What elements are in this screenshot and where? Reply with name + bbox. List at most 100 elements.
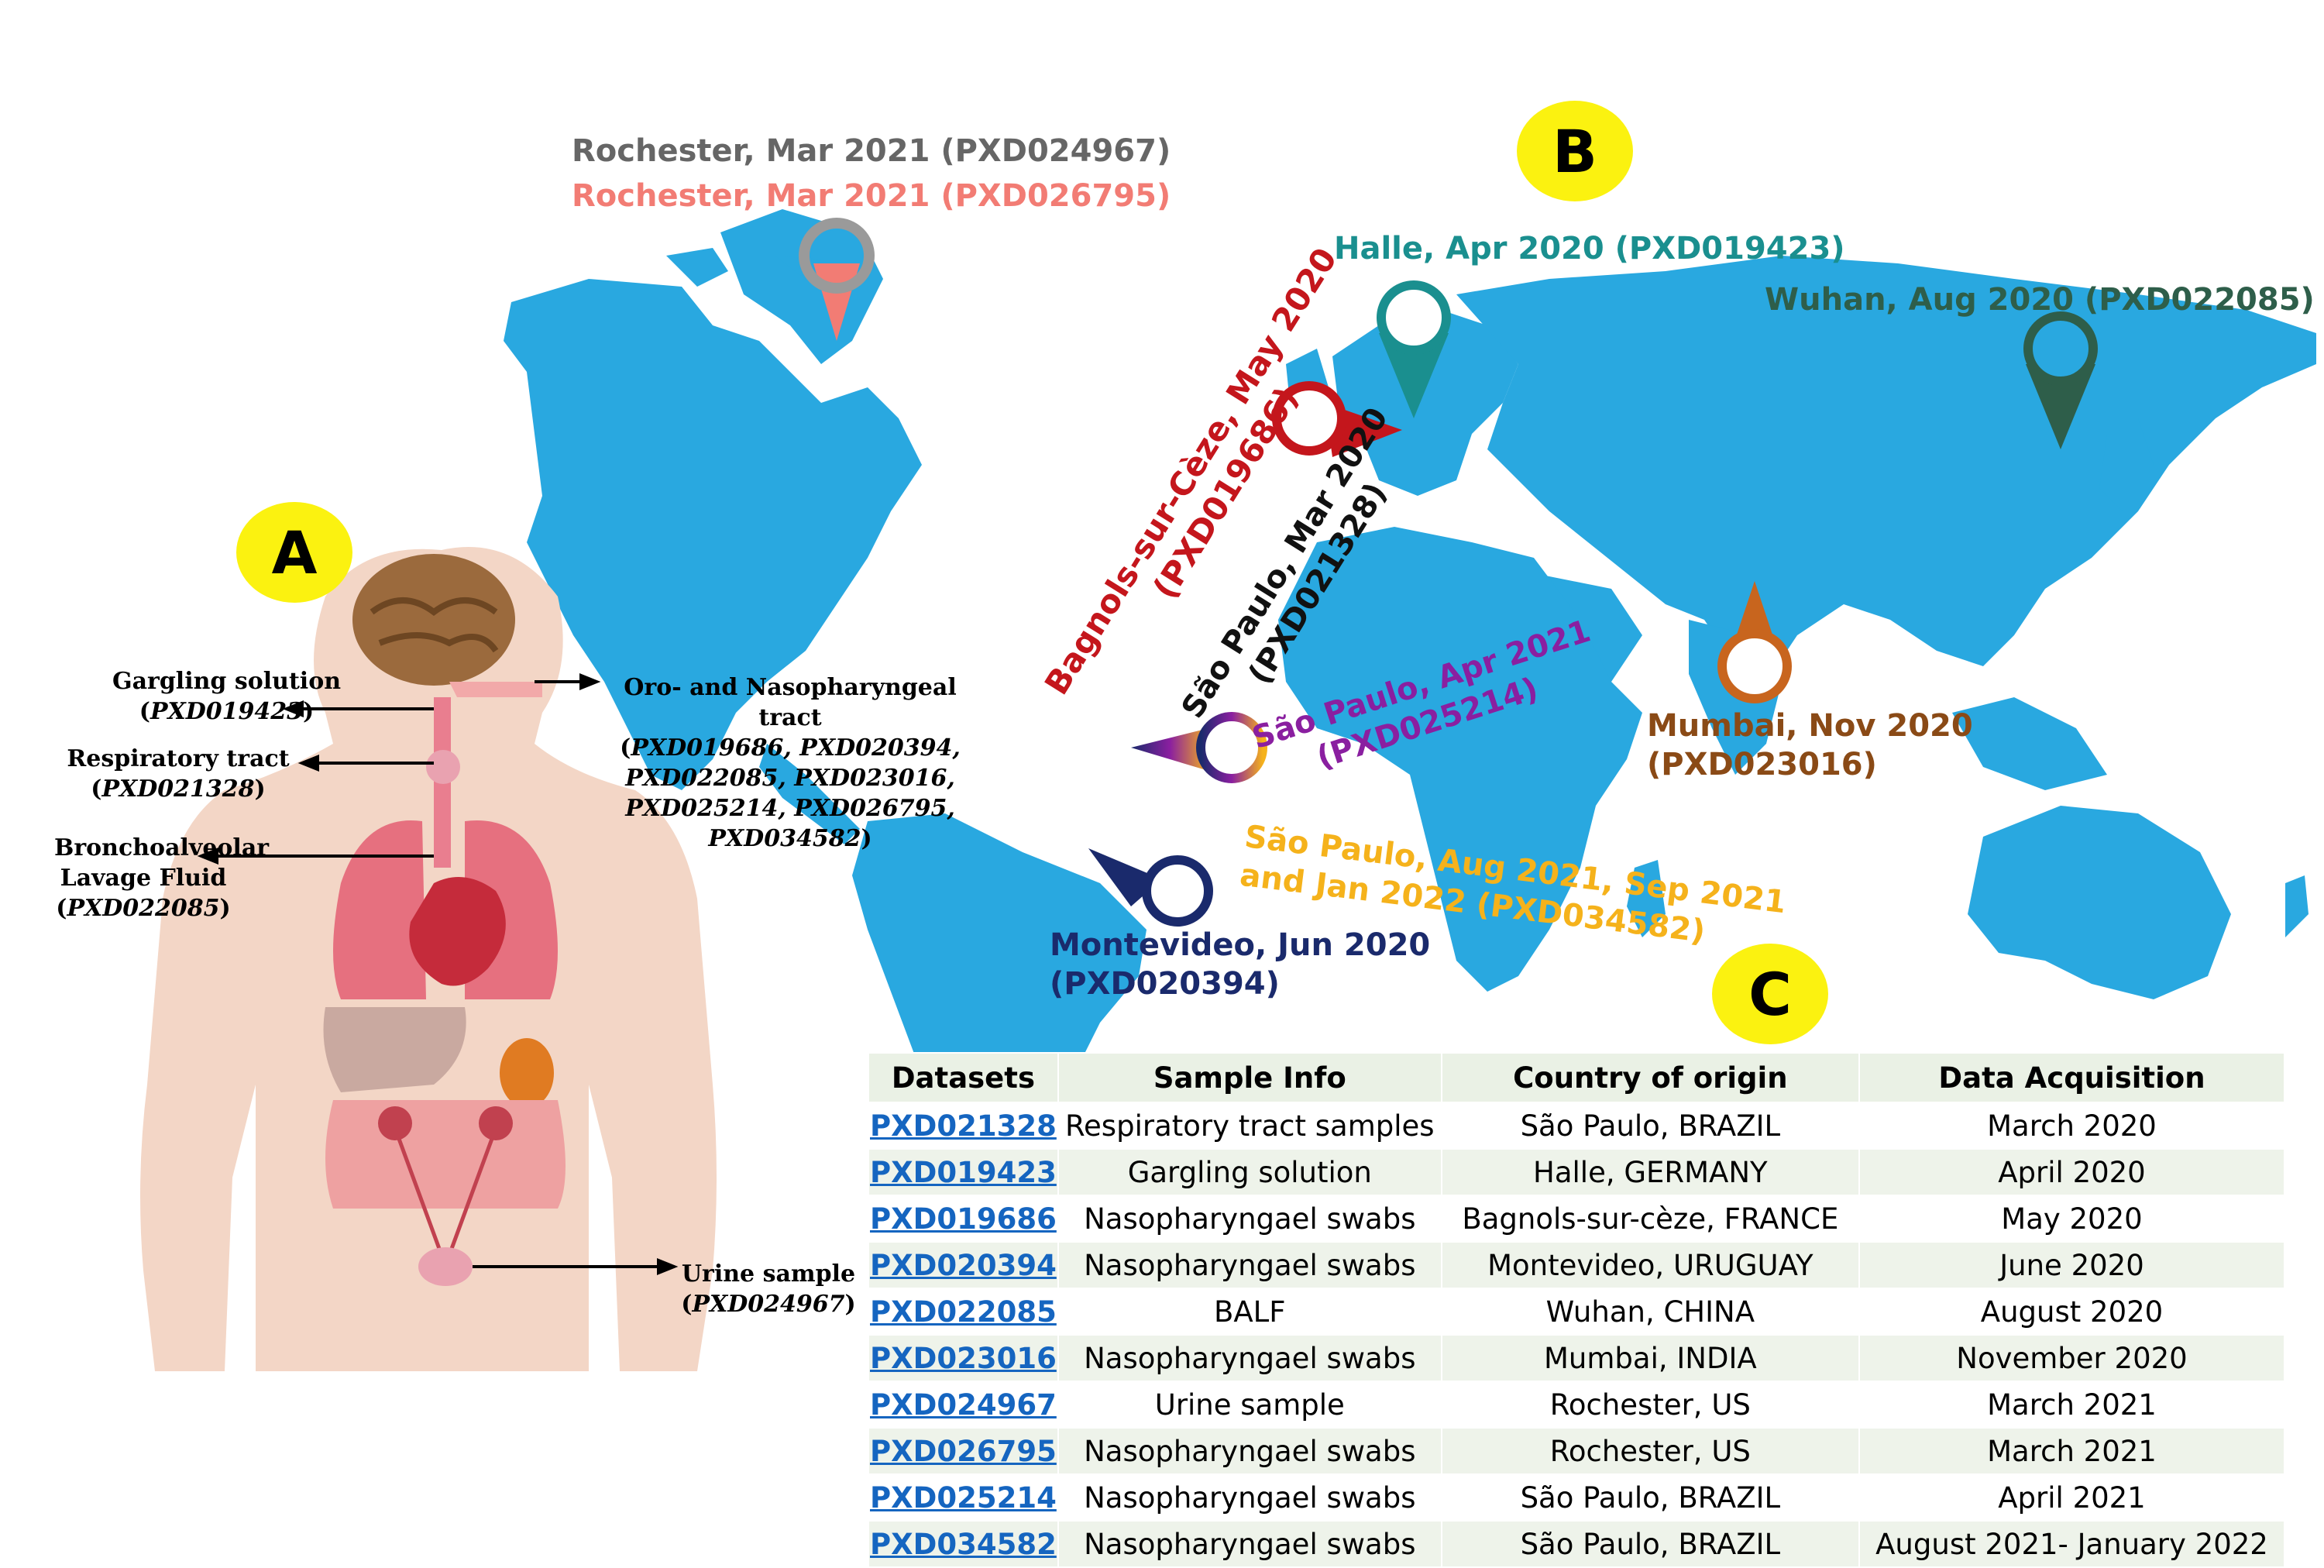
label-halle: Halle, Apr 2020 (PXD019423) [1334,231,1845,266]
badge-a: A [236,502,352,603]
human-body [140,547,717,1371]
acquisition-cell: April 2021 [1858,1473,2286,1522]
acquisition-cell: March 2021 [1858,1381,2286,1429]
pin-mumbai [1717,581,1792,703]
label-urine-text: Urine sample [681,1260,856,1288]
body-arrows [197,673,679,1275]
dataset-link[interactable]: PXD019686 [868,1195,1059,1243]
label-respiratory: Respiratory tract (PXD021328) [62,744,294,804]
label-montevideo: Montevideo, Jun 2020 (PXD020394) [1050,926,1430,1003]
header-datasets: Datasets [868,1052,1059,1103]
acquisition-cell: June 2020 [1858,1241,2286,1289]
country-cell: Rochester, US [1440,1381,1860,1429]
country-cell: Rochester, US [1440,1427,1860,1475]
header-country: Country of origin [1440,1052,1860,1103]
pin-halle [1377,280,1451,418]
map-north-america [504,279,922,790]
label-gargling-id: (PXD019423) [139,698,315,725]
pin-rochester [799,218,875,341]
nasal-tract [449,682,542,697]
acquisition-cell: May 2020 [1858,1195,2286,1243]
acquisition-cell: March 2020 [1858,1102,2286,1150]
pin-wuhan [2023,311,2098,449]
header-acquisition: Data Acquisition [1858,1052,2286,1103]
sample-info-cell: Gargling solution [1057,1148,1442,1196]
acquisition-cell: April 2020 [1858,1148,2286,1196]
map-greenland [720,209,883,364]
dataset-link[interactable]: PXD026795 [868,1427,1059,1475]
brain [352,554,515,686]
country-cell: São Paulo, BRAZIL [1440,1520,1860,1568]
dataset-link[interactable]: PXD019423 [868,1148,1059,1196]
datasets-table: Datasets Sample Info Country of origin D… [868,1052,2286,1568]
table-header-row: Datasets Sample Info Country of origin D… [868,1052,2286,1103]
label-balf: Bronchoalveolar Lavage Fluid (PXD022085) [54,833,270,923]
sample-info-cell: Nasopharyngael swabs [1057,1334,1442,1382]
label-oro-ids-1: (PXD019686, PXD020394, [620,734,961,762]
acquisition-cell: March 2021 [1858,1427,2286,1475]
country-cell: Wuhan, CHINA [1440,1288,1860,1336]
label-respiratory-id: (PXD021328) [91,775,266,803]
label-oro-line2: tract [758,704,822,731]
intestines [325,1100,566,1209]
dataset-link[interactable]: PXD021328 [868,1102,1059,1150]
dataset-link[interactable]: PXD022085 [868,1288,1059,1336]
map-japan [2099,418,2154,511]
badge-b: B [1517,101,1633,201]
dataset-link[interactable]: PXD034582 [868,1520,1059,1568]
sample-info-cell: BALF [1057,1288,1442,1336]
map-new-zealand [2285,875,2309,937]
spleen [500,1038,554,1108]
sample-info-cell: Nasopharyngael swabs [1057,1473,1442,1522]
country-cell: Halle, GERMANY [1440,1148,1860,1196]
label-mumbai: Mumbai, Nov 2020 (PXD023016) [1647,707,1973,784]
world-map [504,209,2316,1240]
country-cell: São Paulo, BRAZIL [1440,1473,1860,1522]
label-gargling: Gargling solution (PXD019423) [108,666,345,727]
acquisition-cell: November 2020 [1858,1334,2286,1382]
country-cell: Bagnols-sur-cèze, FRANCE [1440,1195,1860,1243]
badge-c: C [1712,944,1828,1044]
dataset-link[interactable]: PXD020394 [868,1241,1059,1289]
label-urine-id: (PXD024967) [681,1291,856,1318]
dataset-link[interactable]: PXD025214 [868,1473,1059,1522]
acquisition-cell: August 2021- January 2022 [1858,1520,2286,1568]
acquisition-cell: August 2020 [1858,1288,2286,1336]
label-rochester-2: Rochester, Mar 2021 (PXD026795) [572,178,1171,214]
header-sample-info: Sample Info [1057,1052,1442,1103]
pin-bagnols [1272,381,1402,457]
label-oro-ids-4: PXD034582) [708,825,872,852]
label-oro-ids-3: PXD025214, PXD026795, [625,795,955,822]
label-mumbai-line2: (PXD023016) [1647,747,1877,782]
label-respiratory-text: Respiratory tract [67,745,290,772]
dataset-link[interactable]: PXD023016 [868,1334,1059,1382]
sample-info-cell: Nasopharyngael swabs [1057,1241,1442,1289]
map-asia [1456,256,2316,682]
country-cell: Mumbai, INDIA [1440,1334,1860,1382]
map-europe [1332,310,1518,496]
sample-info-cell: Urine sample [1057,1381,1442,1429]
label-oro: Oro- and Nasopharyngeal tract (PXD019686… [612,672,968,854]
sample-info-cell: Nasopharyngael swabs [1057,1195,1442,1243]
map-madagascar [1627,860,1666,937]
label-mumbai-line1: Mumbai, Nov 2020 [1647,708,1973,744]
map-australia [1968,806,2231,999]
dataset-link[interactable]: PXD024967 [868,1381,1059,1429]
label-balf-line1: Bronchoalveolar [54,834,270,861]
sample-info-cell: Respiratory tract samples [1057,1102,1442,1150]
label-oro-line1: Oro- and Nasopharyngeal [624,674,957,701]
lungs [333,820,558,999]
map-central-america [759,744,860,844]
label-urine: Urine sample (PXD024967) [676,1259,861,1319]
